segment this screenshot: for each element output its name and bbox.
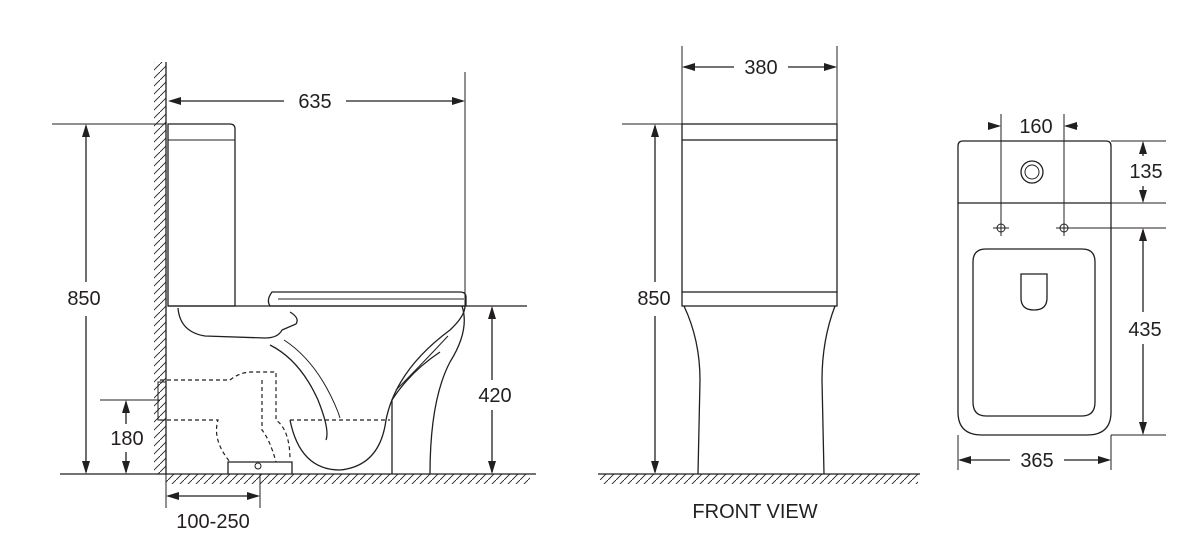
dim-rough-in: 100-250: [165, 474, 261, 533]
dim-height-label: 850: [67, 288, 100, 310]
dimension-arrow: [452, 97, 465, 105]
dimension-arrow: [1139, 422, 1147, 435]
dimension-arrow: [82, 461, 90, 474]
side-view: 635 850 420 180: [52, 62, 536, 533]
flush-button-icon: [1020, 160, 1044, 184]
dim-hole-spacing-label: 160: [1019, 116, 1052, 138]
dimension-arrow: [1139, 190, 1147, 203]
dimension-arrow: [651, 461, 659, 474]
fixing-hole-icon: [993, 220, 1009, 236]
fixing-hole-icon: [1056, 220, 1072, 236]
top-view: 160 135 435: [957, 114, 1166, 472]
dim-bowl-length-label: 435: [1128, 319, 1161, 341]
dimension-arrow: [122, 400, 130, 413]
dim-top-width-label: 365: [1020, 450, 1053, 472]
dimension-arrow: [1064, 122, 1077, 130]
dim-height: 850: [52, 123, 166, 474]
dim-rough-in-label: 100-250: [176, 511, 249, 533]
dim-hole-spacing: 160: [988, 114, 1078, 222]
dimension-arrow: [82, 124, 90, 137]
dim-seat-height: 420: [478, 306, 512, 474]
dimension-arrow: [824, 63, 837, 71]
dimension-arrow: [651, 124, 659, 137]
dimension-arrow: [1098, 456, 1111, 464]
dim-bowl-length: 435: [1070, 227, 1166, 436]
dim-tank-depth: 135: [1111, 140, 1166, 204]
dimension-arrow: [1139, 141, 1147, 154]
floor-hatch: [60, 473, 536, 484]
dimension-arrow: [122, 461, 130, 474]
dimension-arrow: [958, 456, 971, 464]
dim-seat-height-label: 420: [478, 385, 511, 407]
dim-length: 635: [168, 72, 466, 306]
dim-length-label: 635: [298, 91, 331, 113]
dimension-arrow: [682, 63, 695, 71]
dim-top-width: 365: [957, 435, 1112, 472]
dimension-arrow: [168, 97, 181, 105]
dimension-arrow: [488, 306, 496, 319]
dim-front-height: 850: [622, 123, 682, 474]
dim-front-width: 380: [681, 46, 838, 124]
dimension-arrow: [166, 492, 179, 500]
dimension-arrow: [488, 461, 496, 474]
dim-tank-depth-label: 135: [1129, 161, 1162, 183]
dim-outlet-height: 180: [100, 399, 160, 474]
toilet-side-outline: [157, 123, 527, 475]
dimension-arrow: [247, 492, 260, 500]
front-view: 380 850 FRONT VIEW: [598, 46, 920, 523]
toilet-front-outline: [681, 123, 838, 475]
dim-front-height-label: 850: [637, 288, 670, 310]
dim-front-width-label: 380: [744, 57, 777, 79]
toilet-top-outline: [957, 140, 1112, 436]
floor-hatch: [598, 473, 920, 484]
dimension-arrow: [1139, 228, 1147, 241]
dimension-arrow: [988, 122, 1001, 130]
front-view-caption: FRONT VIEW: [692, 501, 817, 523]
dim-outlet-height-label: 180: [110, 428, 143, 450]
